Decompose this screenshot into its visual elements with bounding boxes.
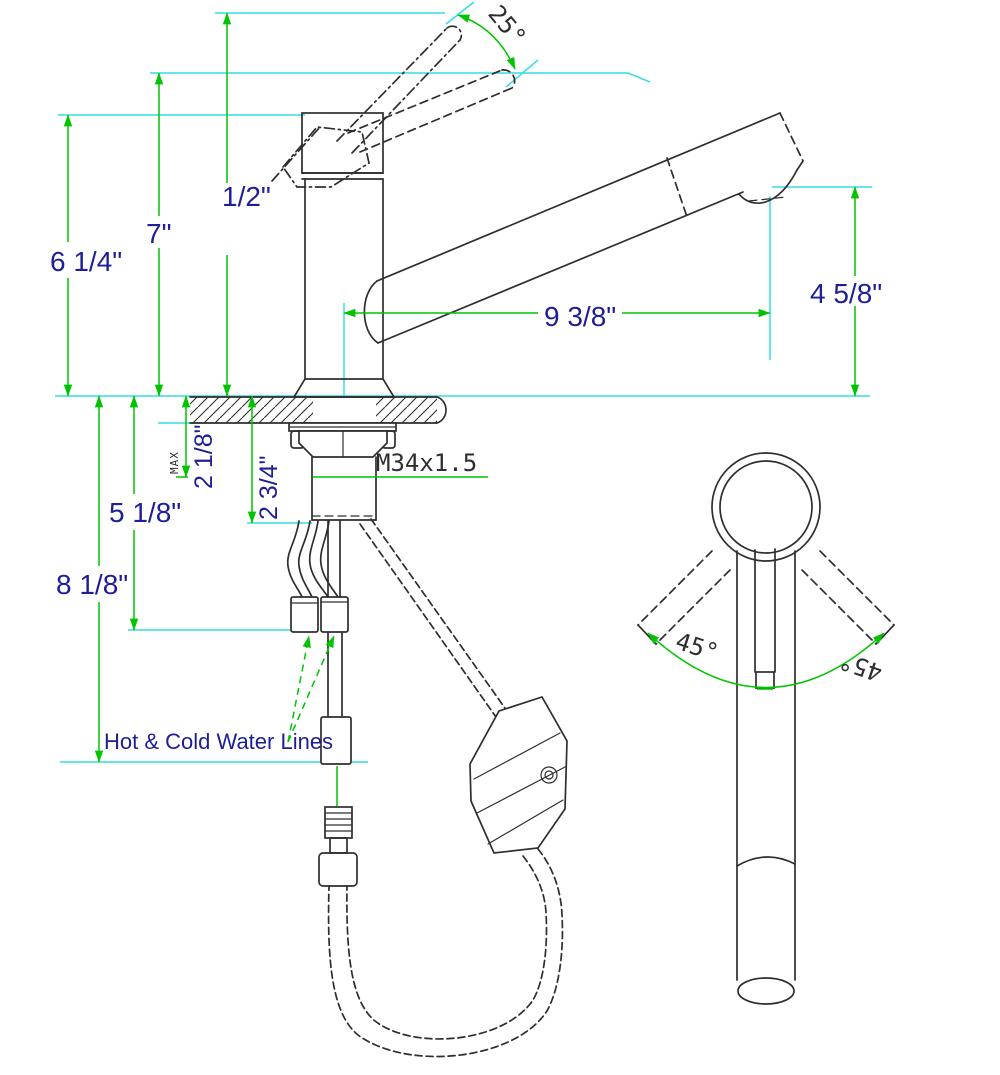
counter-bullnose-edge bbox=[436, 396, 447, 424]
spout-lower-edge bbox=[377, 191, 744, 344]
supply-tube-cold bbox=[308, 520, 339, 598]
faucet-head-housing bbox=[301, 112, 384, 174]
dimension-label-hose-drop: 8 1/8" bbox=[56, 569, 128, 600]
under-sink-assembly bbox=[286, 518, 568, 1058]
plan-spout-head-joint bbox=[736, 856, 796, 867]
dimension-label-body-height: 6 1/4" bbox=[50, 246, 122, 277]
handle-rest-position bbox=[347, 69, 516, 153]
dimension-shank-length: 2 3/4" bbox=[247, 395, 283, 524]
supply-connector-hot bbox=[290, 596, 319, 633]
thread-spec-callout: M34x1.5 bbox=[313, 449, 488, 478]
plan-handle-swung-right bbox=[801, 550, 895, 645]
dimension-label-handle-travel: 1/2" bbox=[222, 181, 271, 212]
spout-end-cap bbox=[779, 112, 804, 162]
dimension-overall-height: 7" bbox=[146, 72, 172, 397]
counter-hatch-right bbox=[376, 397, 437, 423]
hose-weight bbox=[469, 695, 568, 854]
spout-joint-line bbox=[666, 157, 688, 218]
dimension-deck-thickness: MAX 2 1/8" bbox=[168, 395, 218, 489]
dimension-body-height: 6 1/4" bbox=[50, 114, 122, 397]
dimension-swivel-angle: 45° 45° bbox=[647, 627, 886, 689]
plan-handle-end bbox=[755, 671, 775, 689]
plan-body-inner-circle bbox=[719, 460, 813, 554]
mounting-hardware bbox=[288, 422, 397, 521]
dimension-label-supply-drop: 5 1/8" bbox=[109, 497, 181, 528]
cartridge-hidden-outline bbox=[281, 126, 370, 188]
water-lines-callout: Hot & Cold Water Lines bbox=[104, 635, 338, 806]
dimensions: 1/2" 7" 6 1/4" 9 3/8" 4 5/8" bbox=[50, 0, 886, 806]
supply-tube-hot bbox=[286, 520, 313, 598]
handle-raised-position bbox=[336, 25, 463, 154]
nipple-collar bbox=[318, 852, 358, 887]
cartridge-centerline bbox=[271, 126, 321, 182]
aerator-face bbox=[748, 196, 787, 202]
dimension-spout-height: 4 5/8" bbox=[810, 186, 882, 397]
brand-logo-icon bbox=[540, 766, 558, 784]
dimension-label-spout-height: 4 5/8" bbox=[810, 278, 882, 309]
spout bbox=[363, 112, 804, 344]
spout-back-arc bbox=[363, 280, 379, 344]
ext-angle-tick-upper bbox=[445, 1, 475, 25]
dimension-label-spout-reach: 9 3/8" bbox=[544, 301, 616, 332]
plan-view-drawing bbox=[637, 452, 895, 1005]
aerator-outline bbox=[738, 169, 798, 204]
dimension-supply-drop: 5 1/8" bbox=[109, 395, 181, 631]
supply-connector-cold bbox=[320, 596, 349, 633]
countertop-section bbox=[189, 396, 447, 424]
ext-handle-rest-tick bbox=[627, 72, 651, 83]
dimension-label-shank-length: 2 3/4" bbox=[255, 456, 283, 520]
plan-spout-tip bbox=[737, 977, 795, 1005]
dimension-spout-reach: 9 3/8" bbox=[343, 301, 771, 332]
swivel-angle-label-left: 45° bbox=[672, 627, 722, 667]
dimension-label-deck-thickness: 2 1/8" bbox=[190, 425, 218, 489]
quick-connect-coupler bbox=[320, 716, 352, 765]
spray-hose-loop bbox=[327, 848, 564, 1058]
swivel-angle-label-right: 45° bbox=[836, 646, 886, 687]
handle-angle-label: 25° bbox=[482, 0, 531, 51]
dimension-handle-angle: 25° bbox=[457, 0, 532, 70]
deck-max-note: MAX bbox=[168, 451, 181, 474]
extension-lines bbox=[55, 1, 872, 763]
threaded-nipple bbox=[318, 806, 358, 887]
thread-spec-label: M34x1.5 bbox=[376, 449, 477, 477]
dimension-handle-travel: 1/2" bbox=[222, 12, 271, 397]
spout-tip-corner bbox=[796, 160, 804, 171]
nipple-neck bbox=[329, 837, 348, 854]
ext-angle-tick-lower bbox=[505, 59, 539, 88]
spout-upper-edge bbox=[376, 112, 781, 282]
dimension-hose-drop: 8 1/8" bbox=[56, 395, 128, 763]
plan-body-outer-circle bbox=[711, 452, 821, 562]
dimension-label-overall-height: 7" bbox=[146, 218, 172, 249]
hose-weight-body bbox=[469, 695, 568, 854]
water-lines-label: Hot & Cold Water Lines bbox=[104, 729, 333, 754]
spray-hose-upper bbox=[359, 518, 508, 718]
side-view-drawing bbox=[271, 25, 804, 398]
